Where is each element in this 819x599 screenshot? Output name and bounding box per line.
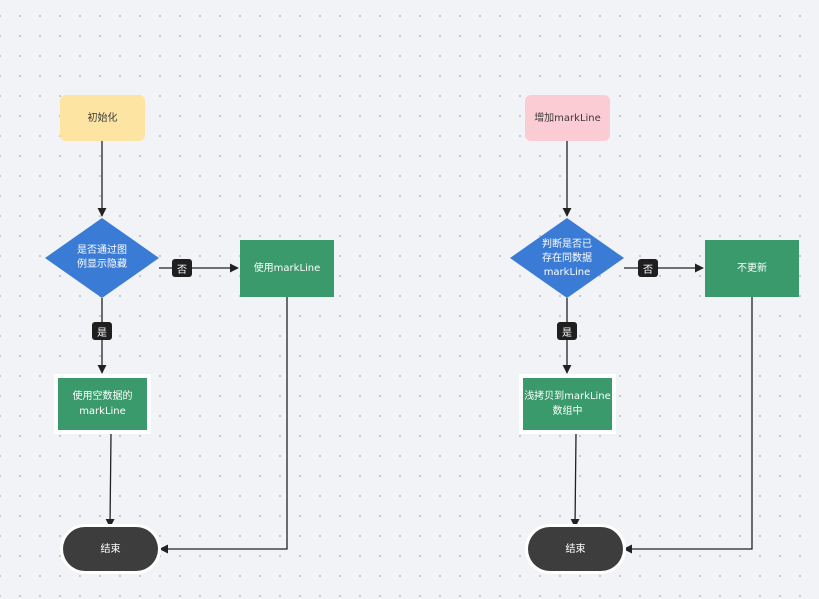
right-end-label: 结束 <box>565 543 586 555</box>
right-decision-label: 判断是否已 存在同数据 markLine <box>522 237 612 281</box>
left-yes-text: 是 <box>97 327 107 339</box>
right-yes-action-line-2: 数组中 <box>552 406 583 417</box>
left-yes-action-node[interactable]: 使用空数据的 markLine <box>54 374 151 434</box>
left-start-label: 初始化 <box>87 112 118 124</box>
right-decision-line-1: 判断是否已 <box>542 239 592 250</box>
right-no-action-label: 不更新 <box>737 263 767 274</box>
right-decision-diamond[interactable] <box>510 218 624 298</box>
edge-left-no-to-end <box>159 297 288 554</box>
left-start-node[interactable]: 初始化 <box>60 95 145 141</box>
right-yes-action-node[interactable]: 浅拷贝到markLine 数组中 <box>519 374 616 434</box>
left-decision-diamond[interactable] <box>45 218 159 298</box>
edge-right-yes-to-end <box>570 433 580 528</box>
left-decision-label: 是否通过图 例显示隐藏 <box>62 238 142 278</box>
edge-right-no-to-end <box>623 297 753 554</box>
left-no-text: 否 <box>177 264 187 276</box>
right-start-label: 增加markLine <box>534 112 601 124</box>
left-end-label: 结束 <box>100 543 121 555</box>
left-no-tag: 否 <box>172 259 192 277</box>
right-start-node[interactable]: 增加markLine <box>525 95 610 141</box>
edge-left-yes-to-end <box>105 433 115 528</box>
left-yes-action-line-2: markLine <box>79 406 126 417</box>
right-yes-action-line-1: 浅拷贝到markLine <box>524 391 611 402</box>
right-yes-text: 是 <box>562 327 572 339</box>
left-no-action-label: 使用markLine <box>253 263 321 274</box>
left-yes-action-line-1: 使用空数据的 <box>72 391 133 402</box>
right-yes-tag: 是 <box>557 322 577 340</box>
right-decision-line-3: markLine <box>543 267 591 278</box>
left-decision-line-2: 例显示隐藏 <box>77 259 127 270</box>
right-end-node[interactable]: 结束 <box>528 527 623 571</box>
left-decision-line-1: 是否通过图 <box>77 245 127 256</box>
left-yes-tag: 是 <box>92 322 112 340</box>
left-no-action-node[interactable]: 使用markLine <box>240 240 334 297</box>
left-end-node[interactable]: 结束 <box>63 527 158 571</box>
right-decision-line-2: 存在同数据 <box>542 253 592 264</box>
right-no-tag: 否 <box>638 259 658 277</box>
right-no-text: 否 <box>643 264 653 276</box>
right-no-action-node[interactable]: 不更新 <box>705 240 799 297</box>
